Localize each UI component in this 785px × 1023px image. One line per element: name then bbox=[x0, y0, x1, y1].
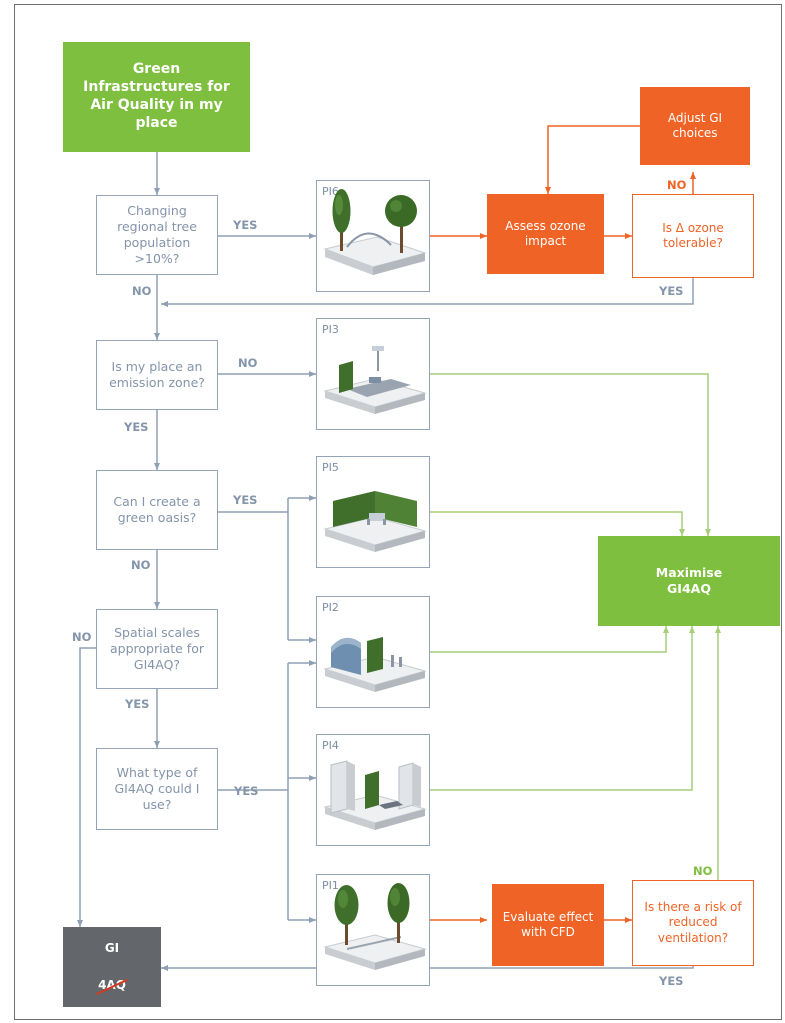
edge-pi5-maximise bbox=[430, 511, 685, 536]
label-vent-no: NO bbox=[693, 864, 713, 878]
evaluate-cfd-box: Evaluate effect with CFD bbox=[492, 884, 604, 966]
panel-pi3: PI3 bbox=[316, 318, 430, 430]
panel-pi2-label: PI2 bbox=[322, 601, 339, 614]
panel-pi5-label: PI5 bbox=[322, 461, 339, 474]
panel-pi1-label: PI1 bbox=[322, 879, 339, 892]
label-ozone-no: NO bbox=[667, 178, 687, 192]
panel-pi6-label: PI6 bbox=[322, 185, 339, 198]
edge-pi3-maximise bbox=[430, 373, 711, 536]
end-box-bottom: 4AQ bbox=[96, 978, 128, 995]
end-box-top: GI bbox=[104, 940, 120, 955]
label-q3-no: NO bbox=[131, 558, 151, 572]
label-q1-yes: YES bbox=[233, 218, 258, 232]
label-q3-yes: YES bbox=[233, 493, 258, 507]
green-oasis-illustration bbox=[323, 491, 427, 552]
hedge-road-illustration bbox=[323, 346, 427, 414]
label-q2-no: NO bbox=[238, 356, 258, 370]
street-trees-illustration bbox=[323, 883, 427, 970]
label-q1-no: NO bbox=[132, 284, 152, 298]
maximise-box: Maximise GI4AQ bbox=[598, 536, 780, 626]
page-frame bbox=[14, 4, 782, 1020]
label-q4-yes: YES bbox=[125, 697, 150, 711]
panel-pi1: PI1 bbox=[316, 874, 430, 986]
question-gi4aq-type: What type of GI4AQ could I use? bbox=[96, 748, 218, 830]
panel-pi4: PI4 bbox=[316, 734, 430, 846]
end-box: GI 4AQ bbox=[63, 927, 161, 1007]
buildings-hedge-illustration bbox=[323, 760, 427, 830]
question-emission-zone: Is my place an emission zone? bbox=[96, 340, 218, 410]
edge-adjust-assess bbox=[545, 125, 640, 194]
start-box: Green Infrastructures for Air Quality in… bbox=[63, 42, 250, 152]
panel-pi2: PI2 bbox=[316, 596, 430, 708]
trees-bridge-illustration bbox=[323, 189, 427, 275]
label-ozone-yes: YES bbox=[659, 284, 684, 298]
edge-ozone-yes-return bbox=[161, 278, 694, 307]
assess-ozone-box: Assess ozone impact bbox=[487, 194, 604, 274]
adjust-gi-box: Adjust GI choices bbox=[640, 87, 750, 165]
edge-pi4-maximise bbox=[430, 626, 695, 791]
ozone-question-box: Is Δ ozone tolerable? bbox=[632, 194, 754, 278]
hedge-building-illustration bbox=[323, 637, 427, 692]
label-q2-yes: YES bbox=[124, 420, 149, 434]
panel-pi6: PI6 bbox=[316, 180, 430, 292]
label-q4-no: NO bbox=[72, 630, 92, 644]
edge-pi2-maximise bbox=[430, 626, 669, 653]
panel-pi3-label: PI3 bbox=[322, 323, 339, 336]
label-vent-yes: YES bbox=[659, 974, 684, 988]
panel-pi5: PI5 bbox=[316, 456, 430, 568]
question-green-oasis: Can I create a green oasis? bbox=[96, 470, 218, 550]
ventilation-question-box: Is there a risk of reduced ventilation? bbox=[632, 880, 754, 966]
label-q5-yes: YES bbox=[234, 784, 259, 798]
question-spatial-scales: Spatial scales appropriate for GI4AQ? bbox=[96, 609, 218, 689]
panel-pi4-label: PI4 bbox=[322, 739, 339, 752]
edge-q4-end bbox=[77, 647, 96, 927]
question-tree-population: Changing regional tree population >10%? bbox=[96, 195, 218, 275]
